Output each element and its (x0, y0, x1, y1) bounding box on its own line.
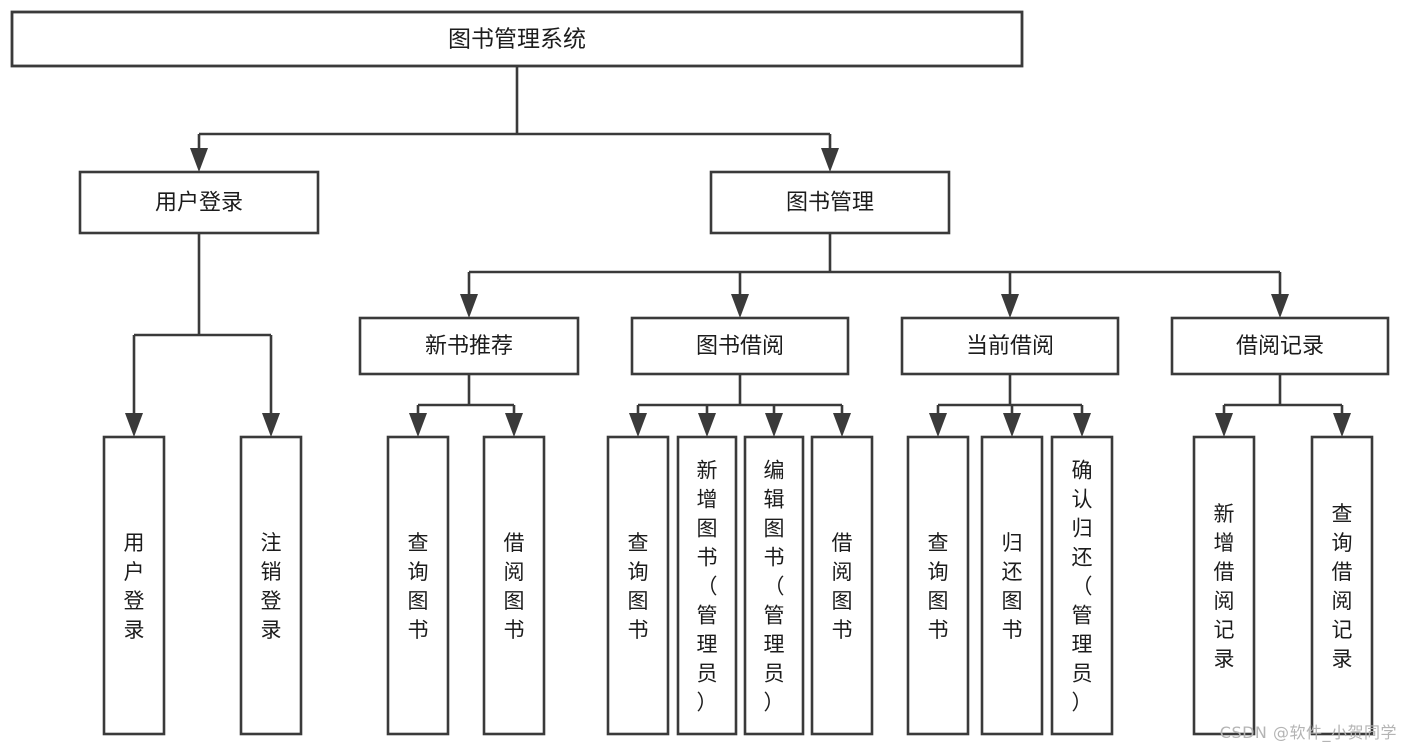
arrow-head-icon (1215, 413, 1233, 437)
node-box[interactable] (358, 316, 580, 376)
node-label: 归还图书 (1002, 531, 1023, 642)
node-label: 用户登录 (124, 531, 145, 642)
arrow-head-icon (125, 413, 143, 437)
node-label: 查询图书 (628, 531, 649, 642)
node-label: 借阅图书 (504, 531, 525, 642)
node-box[interactable] (102, 435, 166, 736)
node-用户登录[interactable]: 用户登录 (78, 170, 320, 235)
node-layer: 图书管理系统用户登录用户登录注销登录图书管理新书推荐查询图书借阅图书图书借阅查询… (10, 10, 1390, 736)
arrow-head-icon (698, 413, 716, 437)
node-借阅记录[interactable]: 借阅记录 (1170, 316, 1390, 376)
node-box[interactable] (1192, 435, 1256, 736)
node-借阅图书[interactable]: 借阅图书 (482, 435, 546, 736)
node-查询图书[interactable]: 查询图书 (606, 435, 670, 736)
node-box[interactable] (606, 435, 670, 736)
node-查询借阅记录[interactable]: 查询借阅记录 (1310, 435, 1374, 736)
node-box[interactable] (743, 435, 805, 736)
node-label: 新增图书（管理员） (697, 459, 718, 715)
node-label: 查询图书 (408, 531, 429, 642)
node-box[interactable] (676, 435, 738, 736)
node-当前借阅[interactable]: 当前借阅 (900, 316, 1120, 376)
arrow-head-icon (460, 294, 478, 318)
arrow-head-icon (833, 413, 851, 437)
node-label: 新增借阅记录 (1214, 502, 1235, 671)
node-label: 查询借阅记录 (1332, 502, 1353, 671)
arrow-head-icon (1271, 294, 1289, 318)
node-借阅图书[interactable]: 借阅图书 (810, 435, 874, 736)
arrow-head-icon (505, 413, 523, 437)
node-box[interactable] (1170, 316, 1390, 376)
csdn-watermark: CSDN @软件_小贺同学 (1219, 723, 1397, 742)
node-label: 确认归还（管理员） (1072, 459, 1093, 715)
connector-layer (125, 66, 1351, 437)
arrow-head-icon (731, 294, 749, 318)
node-box[interactable] (10, 10, 1024, 68)
node-用户登录[interactable]: 用户登录 (102, 435, 166, 736)
node-新增借阅记录[interactable]: 新增借阅记录 (1192, 435, 1256, 736)
node-label: 借阅图书 (832, 531, 853, 642)
arrow-head-icon (929, 413, 947, 437)
node-图书借阅[interactable]: 图书借阅 (630, 316, 850, 376)
node-编辑图书管理员[interactable]: 编辑图书（管理员） (743, 435, 805, 736)
node-box[interactable] (900, 316, 1120, 376)
arrow-head-icon (190, 148, 208, 172)
node-box[interactable] (906, 435, 970, 736)
node-查询图书[interactable]: 查询图书 (906, 435, 970, 736)
node-box[interactable] (980, 435, 1044, 736)
node-label: 当前借阅 (966, 334, 1054, 359)
node-归还图书[interactable]: 归还图书 (980, 435, 1044, 736)
node-新书推荐[interactable]: 新书推荐 (358, 316, 580, 376)
arrow-head-icon (1001, 294, 1019, 318)
node-box[interactable] (386, 435, 450, 736)
node-label: 新书推荐 (425, 334, 513, 359)
node-box[interactable] (1050, 435, 1114, 736)
node-label: 图书借阅 (696, 334, 784, 359)
node-查询图书[interactable]: 查询图书 (386, 435, 450, 736)
arrow-head-icon (1333, 413, 1351, 437)
arrow-head-icon (765, 413, 783, 437)
node-box[interactable] (810, 435, 874, 736)
arrow-head-icon (1073, 413, 1091, 437)
node-box[interactable] (482, 435, 546, 736)
arrow-head-icon (821, 148, 839, 172)
node-新增图书管理员[interactable]: 新增图书（管理员） (676, 435, 738, 736)
node-label: 图书管理系统 (448, 27, 586, 53)
node-box[interactable] (630, 316, 850, 376)
node-label: 编辑图书（管理员） (764, 459, 785, 715)
node-确认归还管理员[interactable]: 确认归还（管理员） (1050, 435, 1114, 736)
arrow-head-icon (262, 413, 280, 437)
arrow-head-icon (629, 413, 647, 437)
node-label: 用户登录 (155, 191, 243, 216)
node-label: 借阅记录 (1236, 334, 1324, 359)
node-box[interactable] (78, 170, 320, 235)
node-box[interactable] (239, 435, 303, 736)
node-图书管理系统[interactable]: 图书管理系统 (10, 10, 1024, 68)
arrow-head-icon (409, 413, 427, 437)
node-label: 注销登录 (261, 531, 282, 642)
node-label: 图书管理 (786, 191, 874, 216)
node-box[interactable] (709, 170, 951, 235)
arrow-head-icon (1003, 413, 1021, 437)
node-label: 查询图书 (928, 531, 949, 642)
node-图书管理[interactable]: 图书管理 (709, 170, 951, 235)
node-box[interactable] (1310, 435, 1374, 736)
node-注销登录[interactable]: 注销登录 (239, 435, 303, 736)
